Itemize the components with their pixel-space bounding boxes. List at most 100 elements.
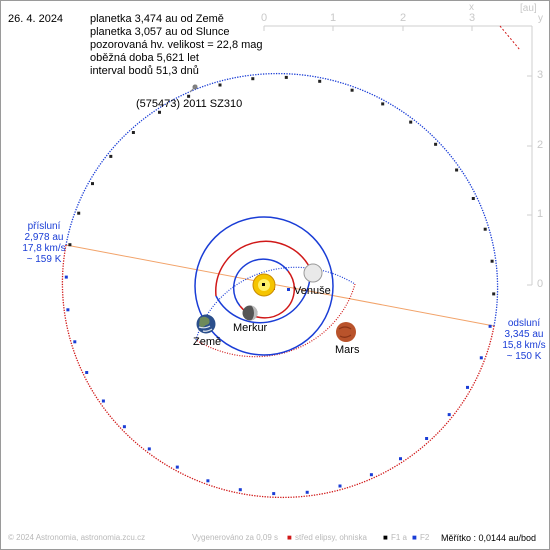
aphelion-temperature: ~ 150 K bbox=[506, 351, 542, 362]
orbit-marker bbox=[381, 102, 385, 106]
y-tick-1: 1 bbox=[537, 208, 544, 220]
footer-scale: Měřítko : 0,0144 au/bod bbox=[441, 533, 537, 543]
orbit-marker bbox=[488, 324, 492, 328]
venus-orbit-red bbox=[215, 240, 311, 297]
orbit-marker bbox=[284, 75, 288, 79]
apsis-line bbox=[65, 244, 495, 327]
venus-planet bbox=[303, 263, 323, 283]
orbit-marker bbox=[251, 77, 255, 81]
info-interval: interval bodů 51,3 dnů bbox=[90, 65, 199, 77]
footer-legend-f2: F2 bbox=[420, 533, 430, 542]
info-distance-earth: planetka 3,474 au od Země bbox=[90, 13, 224, 25]
perihelion-label: přísluní 2,978 au 17,8 km/s ~ 159 K bbox=[14, 221, 74, 265]
unit-label: [au] bbox=[520, 3, 537, 14]
orbit-marker bbox=[318, 79, 322, 83]
orbit-marker bbox=[85, 371, 89, 374]
orbit-marker bbox=[369, 473, 373, 477]
orbit-marker bbox=[305, 490, 309, 494]
date-label: 26. 4. 2024 bbox=[8, 13, 64, 25]
orbit-marker bbox=[73, 340, 77, 344]
orbit-marker bbox=[206, 479, 210, 483]
focus-f1-marker bbox=[262, 283, 265, 286]
x-axis-label: x bbox=[469, 2, 474, 13]
earth-clouds bbox=[198, 325, 213, 332]
mars-orbit-red bbox=[195, 283, 356, 358]
orbit-marker bbox=[434, 142, 438, 146]
footer-copyright: © 2024 Astronomia, astronomia.zcu.cz bbox=[8, 533, 146, 542]
orbit-marker bbox=[471, 197, 475, 200]
orbit-marker bbox=[238, 488, 242, 492]
footer-legend-f1-marker: ■ bbox=[383, 533, 388, 542]
perihelion-title: přísluní bbox=[27, 221, 61, 232]
orbit-marker bbox=[187, 94, 191, 98]
info-period: oběžná doba 5,621 let bbox=[90, 52, 199, 64]
y-tick-2: 2 bbox=[537, 139, 544, 151]
footer-legend-center-marker: ■ bbox=[287, 533, 292, 542]
earth-land bbox=[199, 316, 210, 327]
orbit-marker bbox=[455, 168, 459, 172]
asteroid-label: (575473) 2011 SZ310 bbox=[136, 98, 243, 110]
orbit-marker bbox=[479, 356, 483, 360]
aphelion-speed: 15,8 km/s bbox=[502, 340, 546, 351]
orbit-marker bbox=[109, 154, 113, 158]
aphelion-distance: 3,345 au bbox=[504, 329, 544, 340]
orbit-marker bbox=[218, 83, 222, 87]
mercury-label: Merkur bbox=[233, 322, 268, 334]
orbit-marker bbox=[131, 131, 135, 134]
orbit-marker bbox=[91, 182, 94, 186]
orbit-marker bbox=[350, 88, 354, 92]
y-axis-label: y bbox=[538, 13, 543, 24]
orbit-marker bbox=[490, 259, 494, 263]
perihelion-temperature: ~ 159 K bbox=[26, 254, 62, 265]
mars-planet bbox=[336, 322, 356, 342]
orbit-marker bbox=[64, 275, 68, 279]
info-distance-sun: planetka 3,057 au od Slunce bbox=[90, 26, 230, 38]
mars-label: Mars bbox=[335, 344, 360, 356]
x-tick-3: 3 bbox=[469, 12, 476, 24]
orbit-marker bbox=[466, 385, 469, 389]
earth-label: Země bbox=[193, 336, 222, 348]
perihelion-speed: 17,8 km/s bbox=[22, 243, 66, 254]
footer-generated: Vygenerováno za 0,09 s bbox=[192, 533, 278, 542]
orbit-marker bbox=[272, 492, 276, 496]
x-tick-1: 1 bbox=[330, 12, 337, 24]
orbit-marker bbox=[425, 437, 429, 440]
x-tick-2: 2 bbox=[400, 12, 407, 24]
orbit-marker bbox=[175, 465, 179, 469]
orbit-marker bbox=[77, 211, 81, 215]
orbit-marker bbox=[399, 457, 402, 461]
orbit-marker bbox=[409, 120, 413, 124]
footer-legend-center: střed elipsy, ohniska bbox=[295, 533, 367, 542]
orbit-marker bbox=[66, 308, 70, 312]
footer-legend-f2-marker: ■ bbox=[412, 533, 417, 542]
x-tick-0: 0 bbox=[261, 12, 268, 24]
axis-lines bbox=[263, 25, 533, 286]
orbit-marker bbox=[68, 243, 72, 247]
mercury-phase bbox=[250, 305, 258, 321]
orbit-marker bbox=[101, 399, 105, 403]
orbit-marker bbox=[483, 227, 487, 231]
asteroid-orbit-markers bbox=[64, 75, 496, 496]
asteroid-orbit-blue bbox=[65, 72, 499, 327]
mars-shading bbox=[338, 326, 352, 338]
footer-legend-f1: F1 a bbox=[391, 533, 408, 542]
orbit-marker bbox=[122, 425, 126, 429]
perihelion-distance: 2,978 au bbox=[24, 232, 64, 243]
orbit-marker bbox=[447, 413, 451, 417]
orbit-marker bbox=[338, 484, 342, 488]
focus-f2-marker bbox=[287, 288, 290, 291]
earth-orbit bbox=[194, 216, 334, 356]
aphelion-label: odsluní 3,345 au 15,8 km/s ~ 150 K bbox=[496, 318, 550, 362]
sightline-stub bbox=[499, 25, 521, 51]
venus-orbit-blue bbox=[215, 267, 311, 324]
orbit-marker bbox=[147, 447, 151, 451]
asteroid-orbit-red bbox=[61, 244, 495, 499]
info-magnitude: pozorovaná hv. velikost = 22,8 mag bbox=[90, 39, 263, 51]
orbit-marker bbox=[492, 292, 496, 296]
venus-label: Venuše bbox=[294, 285, 331, 297]
mercury-orbit-blue bbox=[232, 258, 289, 307]
y-tick-0: 0 bbox=[537, 278, 544, 290]
mars-orbit-blue bbox=[195, 266, 356, 341]
orbit-marker bbox=[158, 110, 161, 114]
